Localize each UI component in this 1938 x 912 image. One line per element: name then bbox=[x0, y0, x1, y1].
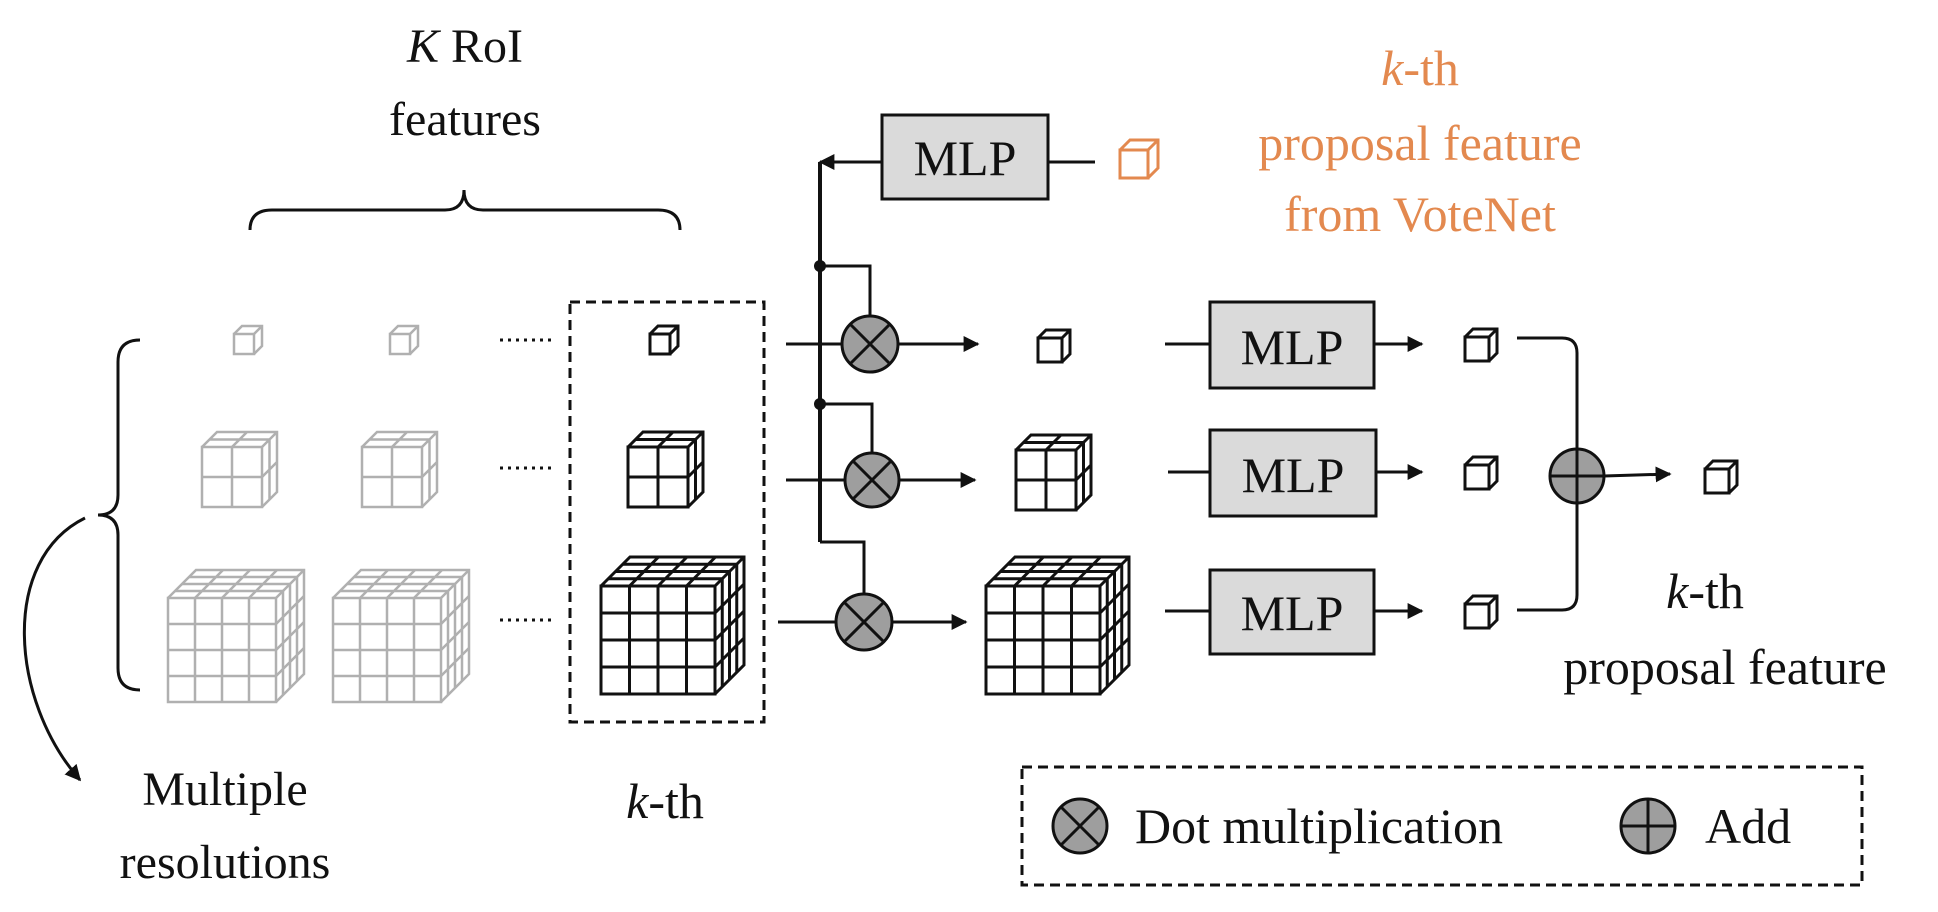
output-feature-label-line2: proposal feature bbox=[1563, 639, 1886, 695]
votenet-feature-label-line2: proposal feature bbox=[1258, 115, 1581, 171]
votenet-feature-label-line3: from VoteNet bbox=[1284, 186, 1556, 242]
legend-box bbox=[1020, 765, 1864, 887]
add-op bbox=[1548, 447, 1606, 505]
add-output-arrow bbox=[1603, 466, 1672, 483]
cube-icon bbox=[626, 430, 705, 509]
cube-icon bbox=[648, 324, 680, 356]
cube-icon bbox=[388, 324, 420, 356]
cube-icon bbox=[1463, 327, 1499, 363]
svg-text:MLP: MLP bbox=[1241, 319, 1344, 375]
cube-icon bbox=[1463, 455, 1499, 491]
branch-to-dot-3 bbox=[820, 540, 866, 594]
votenet-mlp-block: MLP bbox=[880, 113, 1050, 201]
svg-text:MLP: MLP bbox=[1242, 447, 1345, 503]
kth-selection-box bbox=[568, 300, 766, 724]
legend-dot-label: Dot multiplication bbox=[1135, 798, 1503, 854]
cube-icon bbox=[1463, 594, 1499, 630]
svg-text:MLP: MLP bbox=[914, 130, 1017, 186]
circled-plus-icon bbox=[1619, 797, 1677, 855]
cube-icon bbox=[1118, 138, 1160, 180]
resolution-brace bbox=[97, 338, 141, 692]
roi-features-brace bbox=[248, 189, 682, 231]
kth-cube-column bbox=[599, 324, 746, 696]
multiple-resolutions-label-line2: resolutions bbox=[120, 836, 331, 889]
cube-column-2 bbox=[331, 324, 471, 704]
cube-icon bbox=[984, 555, 1131, 696]
mlp-block-row2: MLP bbox=[1208, 428, 1378, 518]
cube-icon bbox=[200, 430, 279, 509]
dot-multiplication-op bbox=[840, 314, 900, 374]
ellipsis-dots bbox=[500, 338, 552, 622]
resolution-arrow bbox=[22, 516, 86, 782]
roi-features-title-line2: features bbox=[389, 93, 541, 146]
roi-features-title: K RoI bbox=[406, 20, 523, 73]
circled-times-icon bbox=[1051, 797, 1109, 855]
mlp-block-row1: MLP bbox=[1208, 300, 1376, 390]
multiple-resolutions-label: Multiple bbox=[142, 763, 307, 816]
branch-to-dot-1 bbox=[820, 264, 872, 317]
votenet-feature-label: k-th bbox=[1381, 40, 1459, 96]
dot-multiplication-op bbox=[834, 592, 894, 652]
legend-add-label: Add bbox=[1705, 798, 1791, 854]
cube-icon bbox=[360, 430, 439, 509]
cube-icon bbox=[232, 324, 264, 356]
cube-icon bbox=[1036, 328, 1072, 364]
output-feature-label: k-th bbox=[1666, 563, 1744, 619]
cube-icon bbox=[166, 568, 306, 704]
cube-icon bbox=[1014, 433, 1093, 512]
cube-icon bbox=[1703, 459, 1739, 495]
cube-icon bbox=[331, 568, 471, 704]
svg-text:MLP: MLP bbox=[1241, 585, 1344, 641]
mlp-block-row3: MLP bbox=[1208, 568, 1376, 656]
cube-column-1 bbox=[166, 324, 306, 704]
cube-icon bbox=[599, 555, 746, 696]
kth-column-label: k-th bbox=[626, 773, 704, 829]
dot-multiplication-op bbox=[843, 451, 901, 509]
branch-to-dot-2 bbox=[820, 402, 874, 453]
